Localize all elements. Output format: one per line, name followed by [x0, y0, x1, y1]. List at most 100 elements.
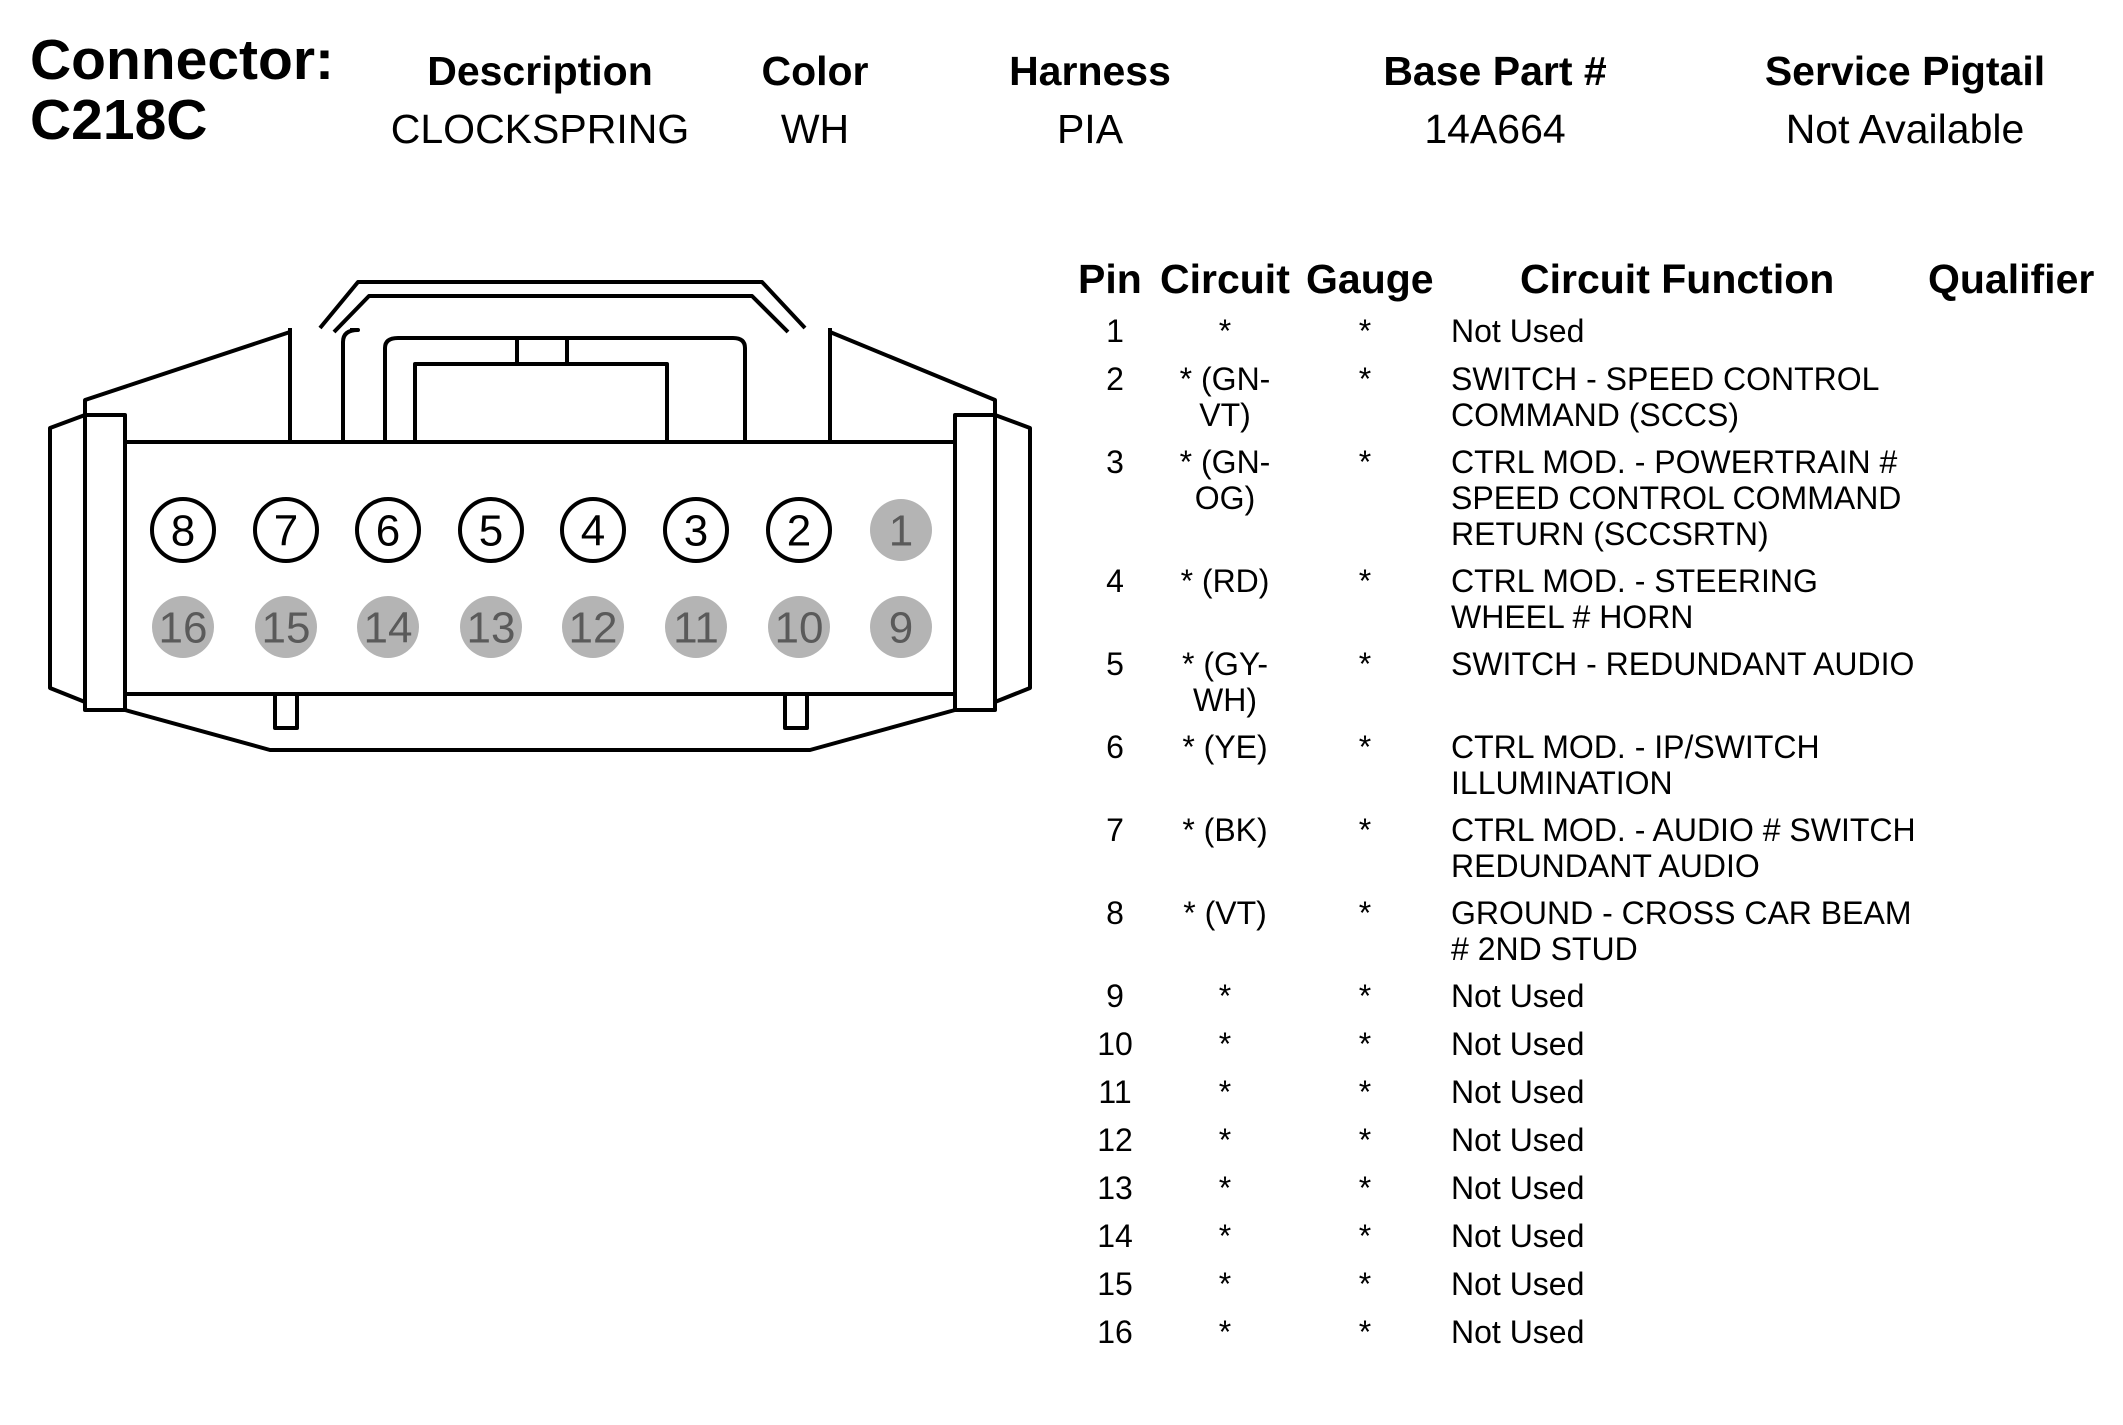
pin-circle	[357, 596, 419, 658]
circuit-cell: *	[1160, 1074, 1290, 1110]
qualifier-column-header: Qualifier	[1928, 256, 2095, 302]
gauge-cell: *	[1358, 812, 1372, 848]
circuit-function-line: ILLUMINATION	[1451, 765, 1673, 801]
pin-circle	[255, 596, 317, 658]
gauge-cell: *	[1358, 361, 1372, 397]
pin-circle	[560, 497, 626, 563]
pin-circle	[665, 596, 727, 658]
circuit-line: * (GN-	[1179, 361, 1271, 397]
circuit-function-line: REDUNDANT AUDIO	[1451, 848, 1760, 884]
pin-number: 7	[274, 507, 298, 556]
description-value: CLOCKSPRING	[390, 106, 690, 152]
circuit-function-cell: Not Used	[1451, 313, 1971, 349]
pin-cell: 2	[1106, 361, 1124, 397]
circuit-function-line: WHEEL # HORN	[1451, 599, 1694, 635]
circuit-line: *	[1218, 313, 1232, 349]
gauge-cell: *	[1358, 1314, 1372, 1350]
gauge-cell: *	[1358, 444, 1372, 480]
pin-cell: 8	[1106, 895, 1124, 931]
circuit-function-line: Not Used	[1451, 1218, 1585, 1254]
pin-cell: 11	[1098, 1074, 1132, 1110]
color-value: WH	[780, 106, 850, 152]
pin-number: 2	[787, 507, 811, 556]
circuit-line: * (GN-	[1179, 444, 1271, 480]
pin-circle	[768, 596, 830, 658]
connector-shell	[48, 328, 1032, 752]
gauge-column-header: Gauge	[1306, 256, 1434, 302]
pin-cell: 5	[1106, 646, 1124, 682]
pin-circle	[562, 596, 624, 658]
circuit-function-cell: Not Used	[1451, 1266, 1971, 1302]
pin-circle	[663, 497, 729, 563]
circuit-function-cell: Not Used	[1451, 1122, 1971, 1158]
gauge-cell: *	[1358, 646, 1372, 682]
pin-circle	[152, 596, 214, 658]
connector-latch	[318, 280, 807, 442]
circuit-line: WH)	[1193, 682, 1257, 718]
gauge-cell: *	[1358, 313, 1372, 349]
circuit-cell: * (RD)	[1160, 563, 1290, 599]
pin-number: 13	[467, 604, 516, 653]
circuit-function-line: Not Used	[1451, 313, 1585, 349]
pin-cell: 4	[1106, 563, 1124, 599]
circuit-cell: *	[1160, 1122, 1290, 1158]
pin-number: 4	[581, 507, 605, 556]
connector-pin: 1	[870, 499, 932, 561]
circuit-function-line: RETURN (SCCSRTN)	[1451, 516, 1769, 552]
pin-number: 5	[479, 507, 503, 556]
connector-pin: 8	[150, 497, 216, 563]
pin-circle	[458, 497, 524, 563]
circuit-cell: * (VT)	[1160, 895, 1290, 931]
circuit-line: *	[1218, 1314, 1232, 1350]
connector-label: Connector:	[30, 28, 334, 92]
connector-pin: 13	[460, 596, 522, 658]
circuit-function-line: SPEED CONTROL COMMAND	[1451, 480, 1902, 516]
circuit-line: * (RD)	[1180, 563, 1270, 599]
base-part-column: Base Part # 14A664	[1345, 46, 1645, 154]
connector-pin: 15	[255, 596, 317, 658]
circuit-function-cell: SWITCH - REDUNDANT AUDIO	[1451, 646, 1971, 682]
pin-number: 6	[376, 507, 400, 556]
circuit-line: *	[1218, 1218, 1232, 1254]
circuit-cell: *	[1160, 313, 1290, 349]
circuit-line: *	[1218, 1122, 1232, 1158]
circuit-function-cell: Not Used	[1451, 1026, 1971, 1062]
connector-pin: 10	[768, 596, 830, 658]
pin-cell: 14	[1097, 1218, 1133, 1254]
pin-number: 3	[684, 507, 708, 556]
circuit-function-cell: Not Used	[1451, 1314, 1971, 1350]
connector-pin: 11	[665, 596, 727, 658]
circuit-line: * (YE)	[1182, 729, 1268, 765]
pin-cell: 9	[1106, 978, 1124, 1014]
gauge-cell: *	[1358, 1074, 1372, 1110]
pin-circle	[355, 497, 421, 563]
circuit-cell: *	[1160, 1218, 1290, 1254]
connector-pin: 14	[357, 596, 419, 658]
circuit-line: *	[1218, 1170, 1232, 1206]
pin-number: 10	[775, 604, 824, 653]
circuit-line: * (GY-	[1182, 646, 1268, 682]
circuit-function-cell: GROUND - CROSS CAR BEAM# 2ND STUD	[1451, 895, 1971, 967]
pin-cell: 16	[1097, 1314, 1133, 1350]
base-part-heading: Base Part #	[1383, 48, 1607, 94]
circuit-function-cell: Not Used	[1451, 1170, 1971, 1206]
pin-number: 1	[889, 507, 913, 556]
connector-pin: 2	[766, 497, 832, 563]
pin-cell: 13	[1097, 1170, 1133, 1206]
circuit-function-line: CTRL MOD. - POWERTRAIN #	[1451, 444, 1898, 480]
circuit-cell: *	[1160, 978, 1290, 1014]
circuit-function-cell: Not Used	[1451, 1218, 1971, 1254]
circuit-function-line: Not Used	[1451, 1170, 1585, 1206]
service-pigtail-heading: Service Pigtail	[1764, 48, 2046, 94]
circuit-function-line: COMMAND (SCCS)	[1451, 397, 1739, 433]
circuit-cell: * (GN-VT)	[1160, 361, 1290, 433]
circuit-function-line: CTRL MOD. - IP/SWITCH	[1451, 729, 1820, 765]
pin-circle	[870, 596, 932, 658]
circuit-function-column-header: Circuit Function	[1520, 256, 1835, 302]
circuit-function-line: # 2ND STUD	[1451, 931, 1638, 967]
connector-id: C218C	[30, 88, 208, 152]
